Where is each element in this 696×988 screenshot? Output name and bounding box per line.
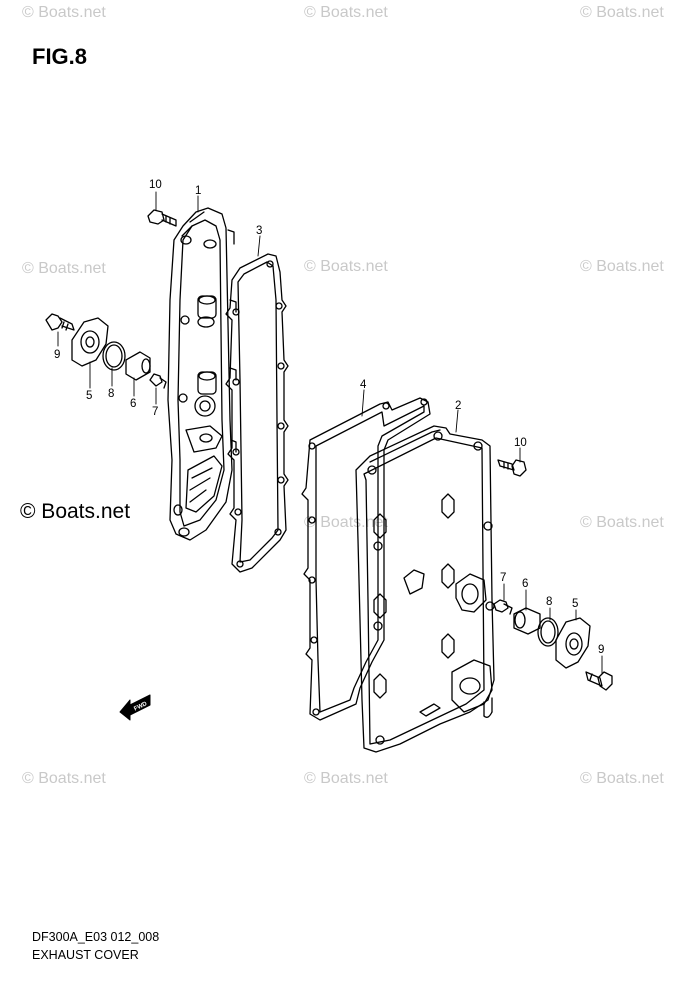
watermark-main: © Boats.net (20, 500, 131, 523)
part-label: 10 (149, 179, 162, 191)
part-6-plug-right (513, 607, 541, 635)
watermark: © Boats.net (580, 514, 664, 531)
part-5-cover-right (555, 617, 591, 669)
watermark: © Boats.net (22, 4, 106, 21)
part-labels: 10 1 3 4 2 10 9 5 8 6 7 7 6 8 5 9 (54, 179, 604, 656)
part-label: 2 (455, 400, 461, 412)
part-6-plug-left (125, 351, 151, 381)
part-label: 9 (54, 349, 60, 361)
watermark: © Boats.net (304, 4, 388, 21)
fwd-label: FWD (133, 701, 149, 713)
part-label: 1 (195, 185, 201, 197)
part-label: 7 (500, 572, 506, 584)
watermark: © Boats.net (580, 258, 664, 275)
part-3-gasket (225, 253, 289, 573)
part-8-o-ring-right (537, 617, 559, 647)
part-label: 5 (572, 598, 578, 610)
watermark: © Boats.net (22, 770, 106, 787)
watermark: © Boats.net (304, 258, 388, 275)
figure-title: FIG.8 (32, 44, 88, 69)
watermark: © Boats.net (580, 4, 664, 21)
watermark: © Boats.net (580, 770, 664, 787)
diagram-caption: EXHAUST COVER (32, 948, 139, 962)
watermark: © Boats.net (22, 260, 106, 277)
part-9-bolt-left (45, 313, 75, 331)
fwd-arrow: FWD (119, 694, 151, 721)
part-label: 8 (108, 388, 114, 400)
part-label: 10 (514, 437, 527, 449)
part-label: 6 (130, 398, 136, 410)
part-9-bolt-right (585, 671, 613, 691)
part-7-bolt-left (149, 373, 167, 389)
part-label: 5 (86, 390, 92, 402)
part-label: 7 (152, 406, 158, 418)
part-10-bolt-left (147, 209, 177, 227)
part-label: 6 (522, 578, 528, 590)
part-8-o-ring-left (102, 341, 126, 371)
part-label: 8 (546, 596, 552, 608)
part-label: 3 (256, 225, 262, 237)
part-label: 9 (598, 644, 604, 656)
part-1-exhaust-cover (167, 207, 237, 541)
part-4-gasket (301, 397, 431, 721)
watermark: © Boats.net (304, 770, 388, 787)
diagram-code: DF300A_E03 012_008 (32, 930, 160, 944)
part-7-bolt-right (493, 599, 513, 615)
part-2-exhaust-cover-plate (355, 425, 495, 753)
part-label: 4 (360, 379, 367, 391)
part-5-cover-left (71, 317, 109, 367)
leader-lines (57, 191, 603, 675)
part-10-bolt-right (497, 459, 527, 477)
